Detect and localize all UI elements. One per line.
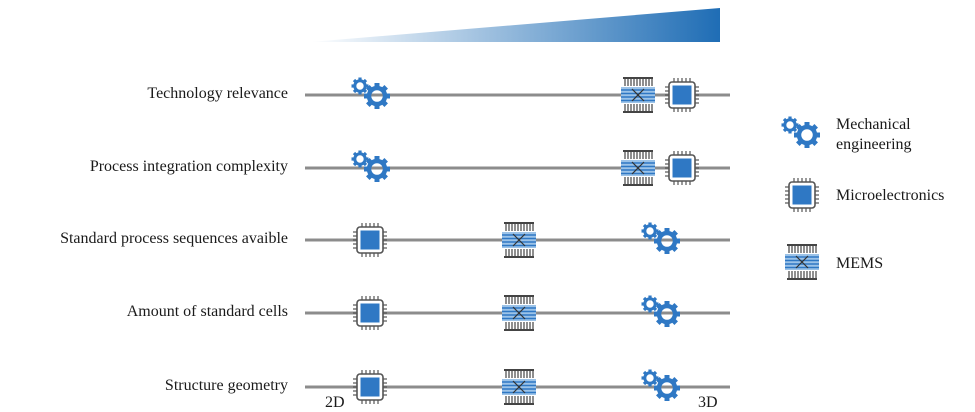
chip-icon xyxy=(664,150,700,186)
row-label: Process integration complexity xyxy=(89,158,288,175)
legend-label-mems: MEMS xyxy=(836,255,884,272)
row-label: Amount of standard cells xyxy=(126,303,288,320)
axis-end-label: 3D xyxy=(698,394,718,411)
row-label: Technology relevance xyxy=(147,85,288,102)
gears-icon xyxy=(642,370,681,402)
legend-gears-icon xyxy=(782,117,821,149)
gears-icon xyxy=(642,223,681,255)
gears-icon xyxy=(352,78,391,110)
chip-icon xyxy=(664,77,700,113)
chip-icon xyxy=(352,222,388,258)
legend-chip-icon xyxy=(784,177,820,213)
axis-start-label: 2D xyxy=(325,394,345,411)
gears-icon xyxy=(642,296,681,328)
legend-label-microelectronics: Microelectronics xyxy=(836,187,945,204)
mems-icon xyxy=(620,150,656,186)
row-label: Standard process sequences avaible xyxy=(60,230,288,247)
chip-icon xyxy=(352,369,388,405)
legend-label-mechanical-2: engineering xyxy=(836,136,912,153)
mems-icon xyxy=(501,295,537,331)
mems-icon xyxy=(501,222,537,258)
mems-icon xyxy=(620,77,656,113)
gears-icon xyxy=(352,151,391,183)
gradient-wedge xyxy=(310,8,720,42)
row-label: Structure geometry xyxy=(164,377,288,394)
legend-mems-icon xyxy=(784,244,820,280)
legend-label-mechanical-1: Mechanical xyxy=(836,116,911,133)
chip-icon xyxy=(352,295,388,331)
mems-icon xyxy=(501,369,537,405)
